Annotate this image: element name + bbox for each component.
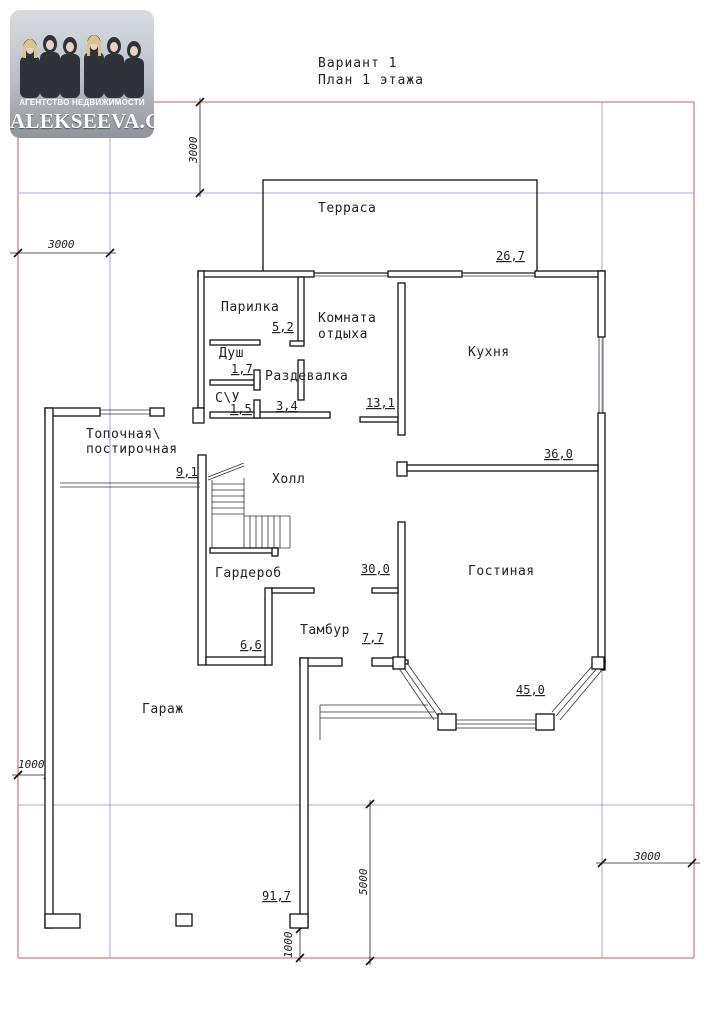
area-living-room: 45,0	[516, 683, 545, 697]
agency-logo: АГЕНТСТВО НЕДВИЖИМОСТИ ALEKSEEVA.GROUP	[10, 10, 154, 138]
label-living-room: Гостиная	[468, 564, 535, 579]
label-hall: Холл	[272, 472, 305, 487]
label-boiler-2: постирочная	[86, 442, 178, 457]
area-wardrobe: 6,6	[240, 638, 262, 652]
area-terrace: 26,7	[496, 249, 525, 263]
label-rest-room-2: отдыха	[318, 327, 368, 342]
label-shower: Душ	[219, 346, 244, 361]
area-hall: 30,0	[361, 562, 390, 576]
site-border	[17, 101, 695, 959]
axis-grid	[18, 102, 694, 958]
dim-right-horizontal: 3000	[633, 850, 661, 863]
area-kitchen: 36,0	[544, 447, 573, 461]
dimension-left: 3000	[10, 238, 116, 258]
area-wc: 1,5	[230, 402, 252, 416]
area-vestibule: 7,7	[362, 631, 384, 645]
dimension-bottom: 5000	[357, 799, 375, 966]
garage-walls	[44, 407, 403, 929]
area-shower: 1,7	[231, 362, 253, 376]
variant-title: Вариант 1	[318, 56, 397, 71]
label-steam-room: Парилка	[221, 300, 279, 315]
area-changing-room: 3,4	[276, 399, 298, 413]
area-steam-room: 5,2	[272, 320, 294, 334]
plan-title: План 1 этажа	[318, 73, 424, 88]
label-kitchen: Кухня	[468, 345, 510, 360]
staircase	[207, 462, 291, 557]
dim-top-vertical: 3000	[187, 136, 200, 164]
upper-walls	[192, 270, 606, 664]
dim-left-horizontal: 3000	[47, 238, 75, 251]
bay-window	[392, 656, 606, 731]
label-wc: С\У	[215, 391, 240, 406]
label-garage: Гараж	[142, 702, 184, 717]
dimension-right: 3000	[596, 850, 700, 868]
area-rest-room: 13,1	[366, 396, 395, 410]
label-wardrobe: Гардероб	[215, 566, 282, 581]
team-photo-icon	[20, 35, 144, 98]
dim-bottom-vertical: 5000	[357, 868, 370, 895]
dim-left-small: 1000	[18, 758, 45, 771]
label-boiler-1: Топочная\	[86, 427, 161, 442]
label-changing-room: Раздевалка	[265, 369, 348, 384]
logo-agency-text: АГЕНТСТВО НЕДВИЖИМОСТИ	[19, 98, 145, 107]
dimension-top: 3000	[187, 97, 205, 198]
dimension-bottom-small: 1000	[282, 924, 305, 963]
logo-brand-text: ALEKSEEVA.GROUP	[10, 109, 154, 133]
entrance-steps	[319, 704, 440, 740]
area-garage: 91,7	[262, 889, 291, 903]
label-terrace: Терраса	[318, 201, 376, 216]
label-vestibule: Тамбур	[300, 623, 350, 638]
label-rest-room-1: Комната	[318, 311, 376, 326]
dim-bottom-small: 1000	[282, 931, 295, 958]
area-boiler: 9,1	[176, 465, 198, 479]
